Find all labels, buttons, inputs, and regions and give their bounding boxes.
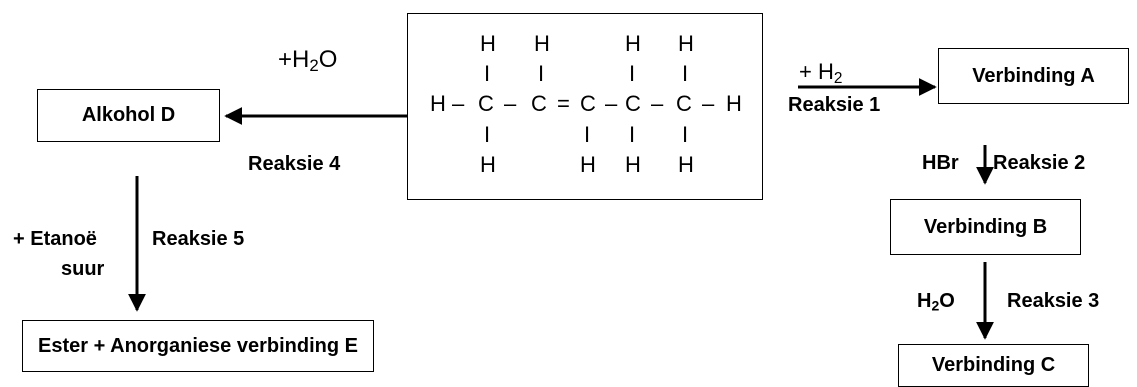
atom-h: H: [580, 152, 596, 177]
reaction-4-label: Reaksie 4: [248, 153, 341, 175]
reaction-5-label: Reaksie 5: [152, 228, 245, 250]
molecule-bottom-h-row: H H H H: [430, 154, 750, 178]
alkohol-d-box: Alkohol D: [37, 89, 220, 142]
reagent-3-text: H: [917, 290, 932, 312]
bond-single: –: [702, 91, 715, 116]
bond-single: –: [452, 91, 465, 116]
atom-c: C: [676, 91, 692, 116]
molecule-bottom-bond-row: I I I I: [430, 124, 750, 148]
bond-double: =: [557, 91, 570, 116]
bond-single: –: [504, 91, 517, 116]
bond: I: [629, 122, 636, 147]
atom-h: H: [480, 152, 496, 177]
atom-h: H: [625, 152, 641, 177]
bond-single: –: [605, 91, 618, 116]
atom-h: H: [534, 31, 550, 56]
bond: I: [484, 61, 491, 86]
atom-h: H: [726, 91, 742, 116]
atom-c: C: [580, 91, 596, 116]
molecule-top-bond-row: I I I I: [430, 63, 750, 87]
atom-c: C: [625, 91, 641, 116]
reagent-4-text: +H: [278, 46, 310, 73]
bond: I: [682, 122, 689, 147]
reagent-4-subscript: 2: [309, 56, 319, 76]
reaction-1-label: Reaksie 1: [788, 94, 881, 116]
atom-c: C: [531, 91, 547, 116]
atom-h: H: [678, 31, 694, 56]
reagent-5-label-line1: + Etanoë: [13, 228, 97, 250]
molecule-box: [407, 13, 763, 200]
molecule-chain-row: H – C – C = C – C – C – H: [430, 93, 760, 117]
verbinding-b-box: Verbinding B: [890, 199, 1081, 255]
reaction-3-label: Reaksie 3: [1007, 290, 1100, 312]
bond: I: [629, 61, 636, 86]
ester-box: Ester + Anorganiese verbinding E: [22, 320, 374, 372]
reagent-5-label-line2: suur: [61, 258, 105, 280]
bond: I: [538, 61, 545, 86]
reagent-4-suffix: O: [318, 46, 338, 73]
reagent-1-subscript: 2: [833, 69, 843, 87]
reagent-3-subscript: 2: [931, 297, 940, 314]
atom-c: C: [478, 91, 494, 116]
atom-h: H: [480, 31, 496, 56]
reagent-1-text: + H: [799, 59, 834, 84]
molecule-top-h-row: H H H H: [430, 33, 750, 57]
atom-h: H: [430, 91, 446, 116]
verbinding-a-box: Verbinding A: [938, 48, 1129, 104]
atom-h: H: [678, 152, 694, 177]
reagent-1-label: + H2: [799, 59, 843, 87]
reagent-3-label: H2O: [917, 291, 955, 313]
reagent-4-label: +H2O: [278, 48, 337, 75]
bond: I: [682, 61, 689, 86]
reaction-2-label: Reaksie 2: [993, 152, 1086, 174]
atom-h: H: [625, 31, 641, 56]
bond: I: [484, 122, 491, 147]
verbinding-c-box: Verbinding C: [898, 344, 1089, 387]
bond-single: –: [651, 91, 664, 116]
reagent-3-suffix: O: [939, 290, 955, 312]
reagent-2-label: HBr: [922, 152, 959, 174]
bond: I: [584, 122, 591, 147]
